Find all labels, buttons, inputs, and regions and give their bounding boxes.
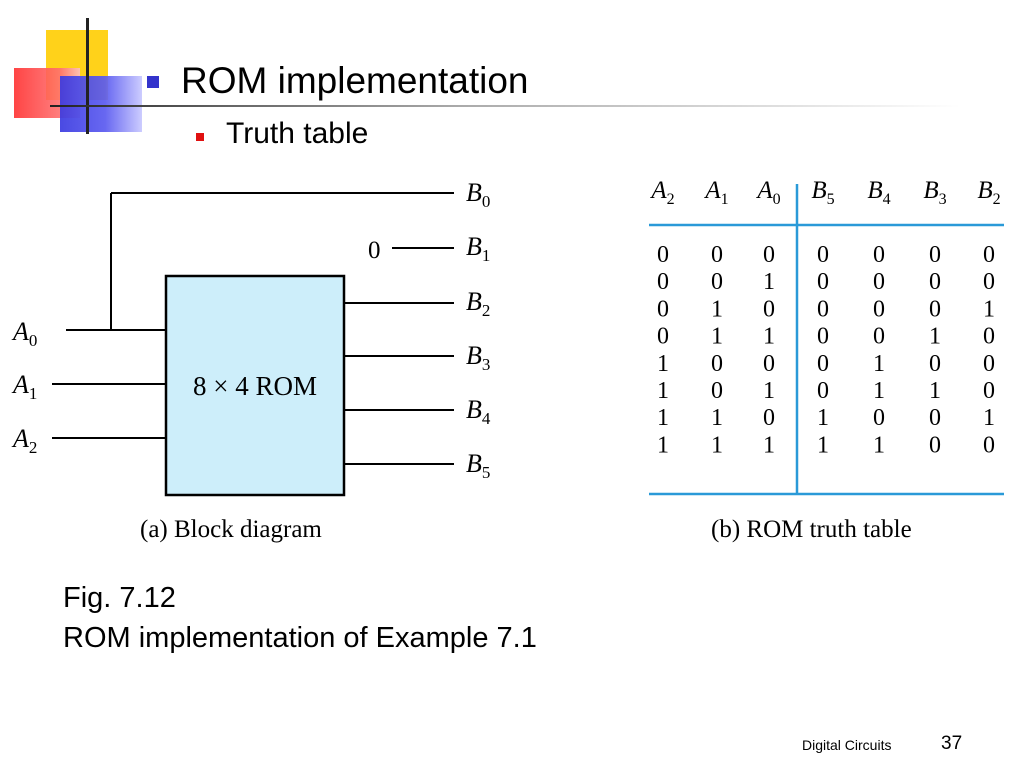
table-cell: 1: [711, 296, 723, 322]
table-cell: 0: [711, 242, 723, 268]
table-cell: 0: [817, 296, 829, 322]
constant-zero-label: 0: [368, 237, 381, 264]
figure-number: Fig. 7.12: [63, 582, 176, 614]
table-cell: 0: [657, 242, 669, 268]
table-header-cell: B4: [867, 177, 890, 208]
input-label-a1: A1: [11, 370, 37, 403]
table-cell: 1: [983, 296, 995, 322]
footer-label: Digital Circuits: [802, 737, 892, 753]
table-cell: 1: [763, 432, 775, 458]
truth-table-caption: (b) ROM truth table: [711, 516, 912, 543]
table-header-cell: A2: [649, 177, 674, 208]
page-number: 37: [941, 733, 963, 754]
table-cell: 0: [763, 405, 775, 431]
table-cell: 0: [817, 242, 829, 268]
table-cell: 1: [817, 432, 829, 458]
subtitle-bullet: [196, 133, 204, 141]
table-cell: 0: [983, 432, 995, 458]
title-bullet: [147, 76, 159, 88]
table-cell: 1: [711, 405, 723, 431]
slide-subtitle: Truth table: [226, 117, 369, 150]
rom-block: [164, 274, 346, 497]
table-cell: 1: [873, 378, 885, 404]
table-cell: 0: [657, 324, 669, 350]
table-cell: 1: [657, 378, 669, 404]
table-cell: 0: [873, 296, 885, 322]
table-cell: 1: [929, 324, 941, 350]
table-cell: 0: [817, 351, 829, 377]
table-cell: 0: [711, 378, 723, 404]
table-cell: 0: [929, 296, 941, 322]
table-cell: 1: [873, 432, 885, 458]
table-cell: 0: [929, 269, 941, 295]
table-cell: 0: [873, 324, 885, 350]
table-cell: 0: [983, 378, 995, 404]
slide-title: ROM implementation: [181, 60, 529, 101]
input-label-a2: A2: [11, 424, 37, 457]
table-header-cell: B5: [811, 177, 834, 208]
table-cell: 0: [983, 351, 995, 377]
table-cell: 0: [817, 269, 829, 295]
block-diagram: [52, 192, 454, 497]
table-cell: 1: [983, 405, 995, 431]
decorative-blue-square: [60, 76, 142, 132]
table-cell: 0: [929, 432, 941, 458]
table-cell: 1: [817, 405, 829, 431]
table-cell: 1: [657, 405, 669, 431]
table-cell: 1: [763, 378, 775, 404]
table-cell: 0: [711, 351, 723, 377]
table-cell: 0: [983, 269, 995, 295]
output-label-b4: B4: [466, 395, 491, 428]
table-cell: 0: [929, 351, 941, 377]
input-label-a0: A0: [11, 317, 37, 350]
table-cell: 1: [711, 432, 723, 458]
table-cell: 1: [763, 324, 775, 350]
output-label-b1: B1: [466, 232, 490, 265]
block-diagram-caption: (a) Block diagram: [140, 516, 322, 543]
table-cell: 0: [983, 242, 995, 268]
table-cell: 0: [763, 242, 775, 268]
table-cell: 1: [657, 432, 669, 458]
output-label-b2: B2: [466, 287, 490, 320]
table-cell: 1: [873, 351, 885, 377]
table-cell: 0: [763, 296, 775, 322]
table-header-cell: B3: [923, 177, 946, 208]
output-label-b0: B0: [466, 178, 490, 211]
figure-caption: ROM implementation of Example 7.1: [63, 622, 537, 654]
table-cell: 1: [763, 269, 775, 295]
output-label-b5: B5: [466, 449, 490, 482]
table-cell: 0: [657, 296, 669, 322]
table-cell: 0: [711, 269, 723, 295]
table-cell: 0: [929, 242, 941, 268]
table-cell: 1: [711, 324, 723, 350]
title-underline: [50, 105, 960, 107]
table-header-cell: B2: [977, 177, 1000, 208]
table-cell: 0: [929, 405, 941, 431]
table-header-cell: A1: [703, 177, 728, 208]
output-label-b3: B3: [466, 341, 490, 374]
table-cell: 0: [763, 351, 775, 377]
table-cell: 1: [929, 378, 941, 404]
table-cell: 0: [873, 405, 885, 431]
decorative-vertical-line: [86, 18, 89, 134]
table-cell: 0: [983, 324, 995, 350]
table-cell: 1: [657, 351, 669, 377]
table-cell: 0: [657, 269, 669, 295]
table-cell: 0: [817, 324, 829, 350]
table-cell: 0: [873, 269, 885, 295]
table-header-cell: A0: [755, 177, 780, 208]
rom-block-label: 8 × 4 ROM: [193, 371, 317, 401]
table-cell: 0: [817, 378, 829, 404]
table-cell: 0: [873, 242, 885, 268]
